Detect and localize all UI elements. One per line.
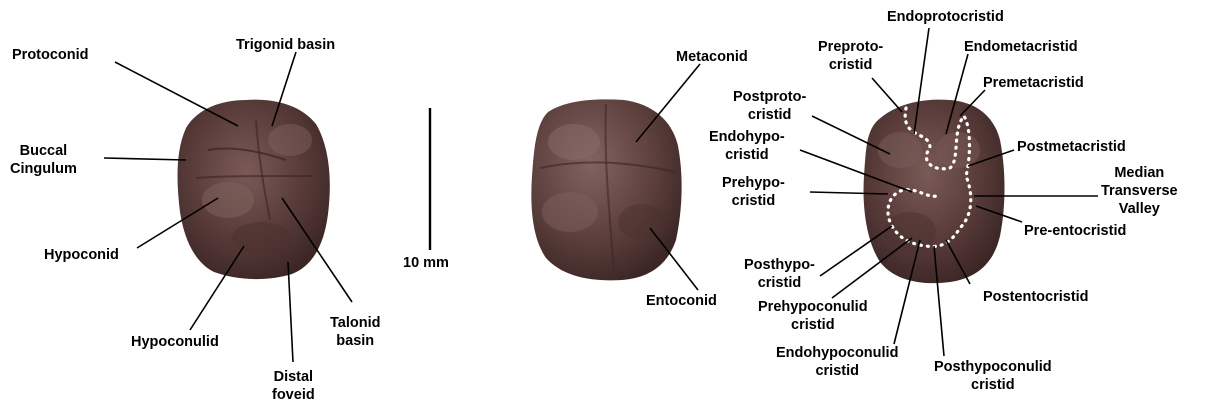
label-posthypoconulid-cristid: Posthypoconulid cristid [934,358,1052,394]
label-median-transverse-valley-line1: Median [1101,164,1178,182]
label-endohypocristid-line1: Endohypo- [709,128,785,146]
label-pre-entocristid: Pre-entocristid [1024,222,1126,240]
label-talonid-basin-line1: Talonid [330,314,380,332]
label-posthypoconulid-cristid-line2: cristid [934,376,1052,394]
label-talonid-basin: Talonid basin [330,314,380,350]
left-tooth [178,100,330,279]
label-preprotocristid: Preproto- cristid [818,38,883,74]
label-prehypocristid-line2: cristid [722,192,785,210]
label-endohypoconulid-cristid-line1: Endohypoconulid [776,344,898,362]
label-buccal-cingulum: Buccal Cingulum [10,142,77,178]
label-posthypocristid-line1: Posthypo- [744,256,815,274]
label-postmetacristid: Postmetacristid [1017,138,1126,156]
label-endohypocristid-line2: cristid [709,146,785,164]
label-prehypocristid: Prehypo- cristid [722,174,785,210]
label-prehypoconulid-cristid-line1: Prehypoconulid [758,298,868,316]
label-prehypoconulid-cristid-line2: cristid [758,316,868,334]
label-postprotocristid-line1: Postproto- [733,88,806,106]
middle-tooth [531,99,681,280]
label-premetacristid: Premetacristid [983,74,1084,92]
label-preprotocristid-line2: cristid [818,56,883,74]
leader-preprotocristid [872,78,902,112]
label-endohypoconulid-cristid-line2: cristid [776,362,898,380]
label-buccal-cingulum-line1: Buccal [10,142,77,160]
label-hypoconulid: Hypoconulid [131,333,219,351]
label-distal-foveid-line2: foveid [272,386,315,404]
label-endohypoconulid-cristid: Endohypoconulid cristid [776,344,898,380]
label-postentocristid: Postentocristid [983,288,1089,306]
leader-protoconid [115,62,238,126]
label-endometacristid: Endometacristid [964,38,1078,56]
label-protoconid: Protoconid [12,46,89,64]
label-posthypocristid-line2: cristid [744,274,815,292]
label-median-transverse-valley-line2: Transverse [1101,182,1178,200]
label-endohypocristid: Endohypo- cristid [709,128,785,164]
label-preprotocristid-line1: Preproto- [818,38,883,56]
label-endoprotocristid: Endoprotocristid [887,8,1004,26]
label-talonid-basin-line2: basin [330,332,380,350]
label-prehypocristid-line1: Prehypo- [722,174,785,192]
leader-distal-foveid [288,262,293,362]
leader-buccal-cingulum [104,158,186,160]
label-posthypocristid: Posthypo- cristid [744,256,815,292]
right-tooth [864,100,1005,284]
label-posthypoconulid-cristid-line1: Posthypoconulid [934,358,1052,376]
label-metaconid: Metaconid [676,48,748,66]
label-distal-foveid-line1: Distal [272,368,315,386]
label-buccal-cingulum-line2: Cingulum [10,160,77,178]
label-median-transverse-valley-line3: Valley [1101,200,1178,218]
label-postprotocristid-line2: cristid [733,106,806,124]
label-trigonid-basin: Trigonid basin [236,36,335,54]
label-entoconid: Entoconid [646,292,717,310]
label-distal-foveid: Distal foveid [272,368,315,404]
label-median-transverse-valley: Median Transverse Valley [1101,164,1178,218]
scale-bar-label: 10 mm [403,254,449,272]
label-postprotocristid: Postproto- cristid [733,88,806,124]
label-prehypoconulid-cristid: Prehypoconulid cristid [758,298,868,334]
label-hypoconid: Hypoconid [44,246,119,264]
